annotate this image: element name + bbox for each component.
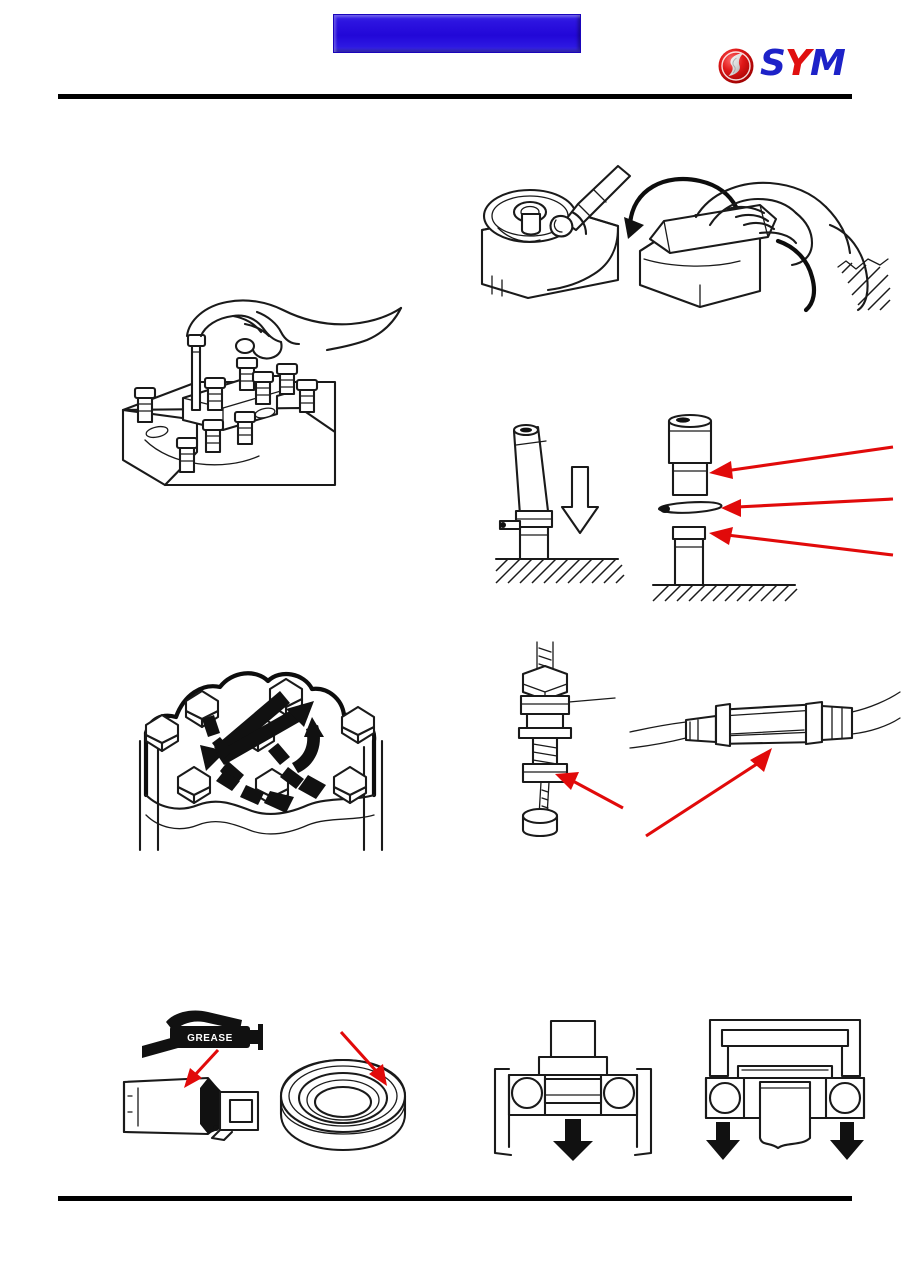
attachment-ring [657,500,723,514]
oil-seal-cross-section [122,1076,260,1142]
sym-wordmark-m: M [810,43,846,84]
sym-wordmark-s: S [760,43,786,84]
figure-bearing-driver-exploded [645,413,895,602]
figure-grease-application-to-seal: GREASE [112,1000,312,1145]
figure-oil-seal-ring [275,1030,420,1152]
pointer-pilot [709,527,894,557]
bolt-cluster [133,356,319,474]
figure-bearing-press-outer-race [690,1018,880,1165]
grease-gun: GREASE [142,1010,263,1058]
oil-seal-ring [279,1058,407,1152]
figure-bearing-driver-pressing [490,415,625,595]
pointer-driver [709,445,894,479]
press-direction-arrow [560,465,600,535]
hands [694,181,852,267]
figure-piston-pin-clip-installation [600,165,891,313]
page-title-text [334,15,580,52]
bolt-being-installed [186,333,207,412]
hatched-ground [494,557,625,584]
sym-logo: SYM [716,43,856,88]
figure-crankcase-bolt-installation [105,280,405,500]
page-title-banner [333,14,581,53]
sequence-arrows [200,691,326,813]
sym-wordmark-y: Y [784,43,811,84]
pointer-cable-joint [645,748,772,838]
pointer-seal-lip [184,1048,220,1088]
figure-cable-adjuster-assembly [495,640,625,840]
grease-label-text: GREASE [187,1033,233,1044]
figure-torque-wrench-on-cover [468,164,648,303]
hatched-ground [651,583,798,602]
rotation-arrow [624,176,739,239]
press-direction-arrows [706,1122,864,1160]
pointer-oil-seal [339,1030,387,1086]
sym-wordmark: SYM [760,43,846,84]
sym-flame-emblem [718,48,754,84]
hand [185,299,403,360]
hatched-ground [837,258,891,311]
footer-rule [58,1196,852,1201]
header-rule [58,94,852,99]
press-direction-arrow [553,1119,593,1161]
pointer-cable-adjuster [555,772,624,810]
figure-cable-joint-connector [629,690,901,840]
figure-bearing-press-inner-race [483,1019,663,1165]
figure-cylinder-head-torque-sequence [128,655,398,852]
pointer-attachment [721,497,894,517]
